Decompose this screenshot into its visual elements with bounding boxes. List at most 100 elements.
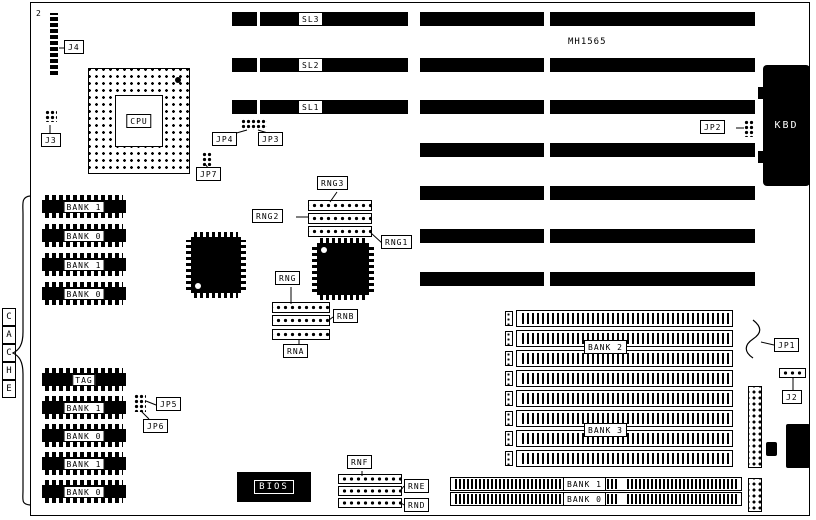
rna-label: RNA: [283, 344, 309, 358]
board-outline: [30, 2, 810, 516]
board-model-text: MH1565: [568, 37, 607, 47]
keyboard-connector: KBD: [758, 65, 810, 186]
rng3-network: [308, 200, 372, 211]
chip-label: BANK 0: [63, 287, 105, 300]
pin-2-marker: 2: [36, 9, 41, 18]
dram-bank0-connector: BANK 0: [450, 492, 742, 506]
rnb-label: RNB: [333, 309, 359, 323]
rng3-label: RNG3: [317, 176, 349, 190]
cache-chip: BANK 1: [42, 195, 126, 218]
j2-label: J2: [782, 390, 802, 404]
isa-slot: [420, 143, 755, 157]
simm-socket: [505, 370, 733, 387]
rnd-network: [338, 498, 402, 508]
rnf-network: [338, 474, 402, 484]
jp3-label: JP3: [258, 132, 284, 146]
cache-chip: BANK 0: [42, 282, 126, 305]
slot-sl1-label: SL1: [298, 100, 324, 114]
chip-label: BANK 0: [63, 429, 105, 442]
dram-bank1-label: BANK 1: [563, 477, 606, 491]
j3-label: J3: [41, 133, 61, 147]
j4-pin-header: [50, 13, 58, 75]
jp7-jumper: [202, 152, 212, 166]
simm-socket: [505, 450, 733, 467]
isa-slot: [420, 100, 755, 114]
cache-chip: BANK 1: [42, 396, 126, 419]
chip-label: BANK 1: [63, 457, 105, 470]
rna-network: [272, 329, 330, 340]
qfp-pins: [320, 238, 366, 243]
small-connector: [766, 442, 777, 456]
cache-letter: C: [2, 344, 16, 362]
j2-header: [779, 368, 806, 378]
j4-label: J4: [64, 40, 84, 54]
slot-sl2-label: SL2: [298, 58, 324, 72]
rng2-label: RNG2: [252, 209, 284, 223]
simm-socket: [505, 310, 733, 327]
isa-slot: [420, 58, 755, 72]
rne-label: RNE: [404, 479, 430, 493]
rnd-label: RND: [404, 498, 430, 512]
chip-label: BANK 0: [63, 485, 105, 498]
qfp-pins: [320, 295, 366, 300]
qfp-pins: [241, 240, 246, 290]
qfp-pin1-dot: [195, 283, 201, 289]
rng-network: [272, 302, 330, 313]
right-pin-connector: [748, 386, 762, 468]
bank3-label: BANK 3: [584, 423, 627, 437]
chip-label: BANK 0: [63, 229, 105, 242]
jp2-label: JP2: [700, 120, 726, 134]
jp6-label: JP6: [143, 419, 169, 433]
slot-sl1: SL1: [232, 100, 408, 114]
chip-label: BANK 1: [63, 258, 105, 271]
power-connector: [786, 424, 810, 468]
rnf-label: RNF: [347, 455, 373, 469]
bottom-pin-connector: [748, 478, 762, 512]
kbd-label: KBD: [774, 120, 799, 131]
cache-chip: BANK 0: [42, 224, 126, 247]
isa-slot: [420, 12, 755, 26]
dram-bank0-label: BANK 0: [563, 492, 606, 506]
isa-slot: [420, 186, 755, 200]
bios-chip: BIOS: [237, 472, 311, 502]
chip-label: BANK 1: [63, 401, 105, 414]
cache-chip: BANK 0: [42, 480, 126, 503]
qfp-pins: [312, 246, 317, 292]
qfp-pin1-dot: [321, 247, 327, 253]
dram-bank1-connector: BANK 1: [450, 477, 742, 491]
qfp-chip-left: [186, 232, 246, 298]
chip-label: TAG: [72, 373, 96, 386]
cache-chip: BANK 0: [42, 424, 126, 447]
cache-letter: C: [2, 308, 16, 326]
chip-label: BANK 1: [63, 200, 105, 213]
simm-socket: [505, 390, 733, 407]
qfp-pins: [369, 246, 374, 292]
isa-slot: [420, 272, 755, 286]
slot-sl3-label: SL3: [298, 12, 324, 26]
isa-slot: [420, 229, 755, 243]
jp2-jumper: [744, 120, 754, 137]
tag-chip: TAG: [42, 368, 126, 391]
cache-letter: A: [2, 326, 16, 344]
cache-chip: BANK 1: [42, 253, 126, 276]
jp3-jp4-jumper: [241, 119, 267, 130]
jp5-jp6-jumper: [134, 394, 146, 412]
bios-label: BIOS: [254, 480, 294, 494]
rng1-label: RNG1: [381, 235, 413, 249]
rng-label: RNG: [275, 271, 301, 285]
cache-letter: H: [2, 362, 16, 380]
cpu-pin1-marker: [175, 77, 181, 83]
kbd-tab: [758, 87, 763, 99]
rne-network: [338, 486, 402, 496]
qfp-chip-right: [312, 238, 374, 300]
qfp-pins: [194, 232, 238, 237]
kbd-tab: [758, 151, 763, 163]
rnb-network: [272, 315, 330, 326]
bank2-label: BANK 2: [584, 340, 627, 354]
jp5-label: JP5: [156, 397, 182, 411]
jp4-label: JP4: [212, 132, 238, 146]
rng1-network: [308, 226, 372, 237]
cache-chip: BANK 1: [42, 452, 126, 475]
cpu-label: CPU: [126, 114, 152, 128]
